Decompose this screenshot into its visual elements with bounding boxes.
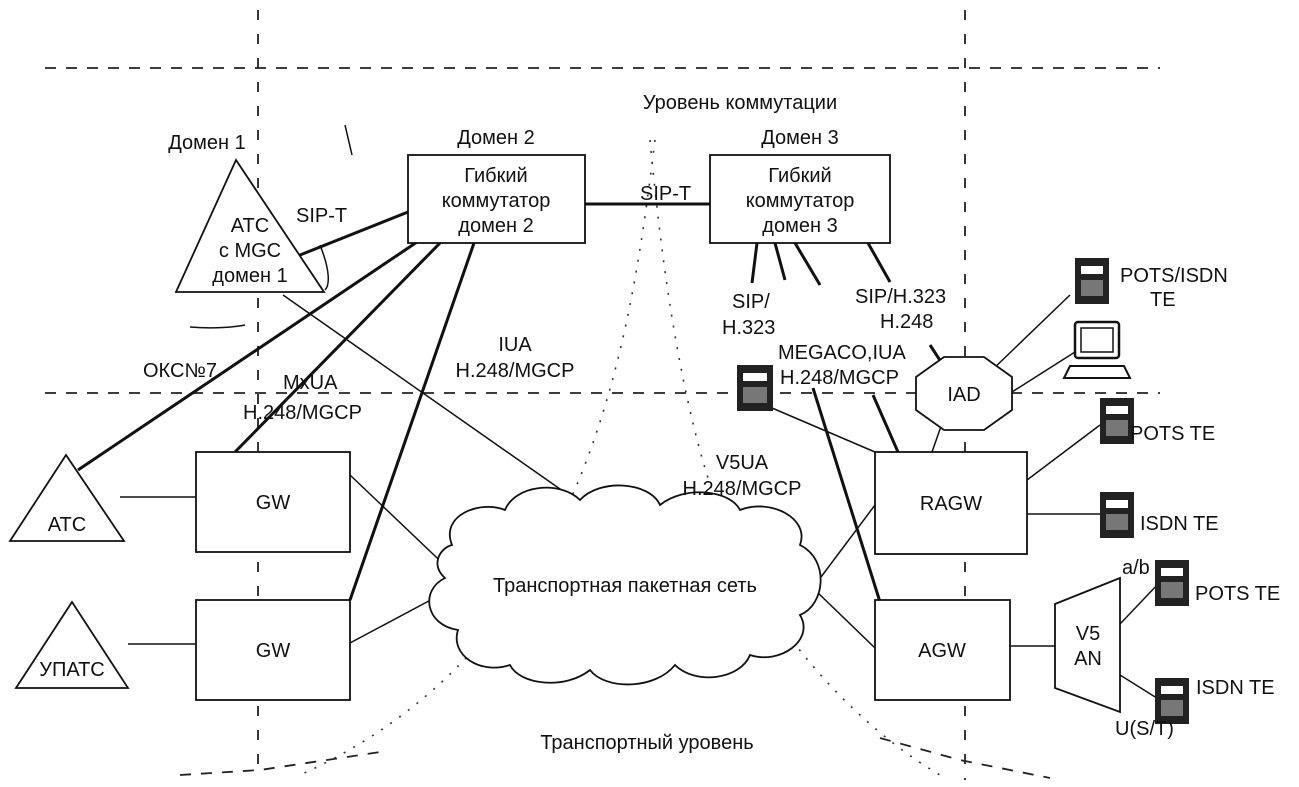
phone-terminal-icon <box>1100 398 1134 444</box>
v5an-line2: AN <box>1074 648 1102 670</box>
upats-triangle <box>14 600 130 689</box>
softswitch-domain2-line3: домен 2 <box>458 215 533 237</box>
sip-t-mid-label: SIP-T <box>640 183 691 205</box>
v5an-line1: V5 <box>1076 623 1100 645</box>
sip-t-left-label: SIP-T <box>296 205 347 227</box>
pots-isdn-te-line2: TE <box>1150 289 1176 311</box>
softswitch-domain3-line2: коммутатор <box>746 190 855 212</box>
ab-interface-label: a/b <box>1122 557 1150 579</box>
ust-interface-label: U(S/T) <box>1115 718 1174 740</box>
sip-h323-h248-label-2: H.248 <box>880 311 933 333</box>
ragw-label: RAGW <box>920 493 982 515</box>
computer-icon <box>1062 320 1132 379</box>
agw-box <box>874 599 1011 701</box>
transport-level-label: Транспортный уровень <box>540 732 753 754</box>
softswitch-domain3 <box>709 154 891 244</box>
domain3-label: Домен 3 <box>761 127 839 149</box>
iad-label: IAD <box>947 384 980 406</box>
isdn-te-label-2: ISDN TE <box>1196 677 1275 699</box>
thin-links <box>120 294 1161 701</box>
ats-mgc-triangle <box>174 158 326 293</box>
phone-terminal-icon <box>1155 678 1189 724</box>
iad-octagon <box>915 356 1013 431</box>
phone-terminal-icon <box>1075 258 1109 304</box>
ats-triangle <box>8 453 126 542</box>
v5ua-label-2: H.248/MGCP <box>683 478 802 500</box>
gw-box-2 <box>195 599 351 701</box>
v5ua-label-1: V5UA <box>716 452 769 474</box>
phone-terminal-icon <box>1100 492 1134 538</box>
pots-te-label-2: POTS TE <box>1195 583 1280 605</box>
ats-label: АТС <box>48 514 86 536</box>
pots-isdn-te-line1: POTS/ISDN <box>1120 265 1228 287</box>
upats-label: УПАТС <box>39 659 105 681</box>
megaco-label-1: MEGACO,IUA <box>778 342 906 364</box>
bottom-level-border-left <box>179 751 381 776</box>
ragw-box <box>874 451 1028 555</box>
gw-label-2: GW <box>256 640 291 662</box>
bottom-level-border-right <box>879 737 1051 779</box>
softswitch-domain3-line1: Гибкий <box>768 165 831 187</box>
isdn-te-label-1: ISDN TE <box>1140 513 1219 535</box>
softswitch-domain2-line2: коммутатор <box>442 190 551 212</box>
phone-terminal-icon <box>1155 560 1189 606</box>
sip-h323-label-1: SIP/ <box>732 291 770 313</box>
megaco-label-2: H.248/MGCP <box>780 367 899 389</box>
okcn7-label: ОКС№7 <box>143 360 217 382</box>
switching-level-label: Уровень коммутации <box>643 92 837 114</box>
softswitch-domain2 <box>407 154 586 244</box>
ats-mgc-line3: домен 1 <box>212 265 287 287</box>
iua-protocol-label: H.248/MGCP <box>456 360 575 382</box>
domain-boundary-arc <box>319 244 330 291</box>
ats-mgc-line1: АТС <box>231 215 269 237</box>
sip-h323-h248-label-1: SIP/H.323 <box>855 286 946 308</box>
pots-te-label-1: POTS TE <box>1130 423 1215 445</box>
softswitch-domain3-line3: домен 3 <box>762 215 837 237</box>
softswitch-domain2-line1: Гибкий <box>464 165 527 187</box>
domain1-label: Домен 1 <box>168 132 246 154</box>
phone-terminal-icon <box>737 365 773 411</box>
v5an-trapezoid <box>1054 576 1121 714</box>
mxua-label: MxUA <box>283 372 338 394</box>
mxua-protocol-label: H.248/MGCP <box>243 402 362 424</box>
cloud-label: Транспортная пакетная сеть <box>493 575 757 597</box>
sip-h323-label-2: H.323 <box>722 317 775 339</box>
gw-label-1: GW <box>256 492 291 514</box>
transport-cloud <box>428 484 822 686</box>
iua-label: IUA <box>498 334 532 356</box>
agw-label: AGW <box>918 640 966 662</box>
thick-links <box>77 202 947 603</box>
ats-mgc-line2: с MGC <box>219 240 281 262</box>
domain-boundary-stroke <box>189 324 246 329</box>
domain-boundary-tick <box>344 124 353 156</box>
domain2-label: Домен 2 <box>457 127 535 149</box>
gw-box-1 <box>195 451 351 553</box>
